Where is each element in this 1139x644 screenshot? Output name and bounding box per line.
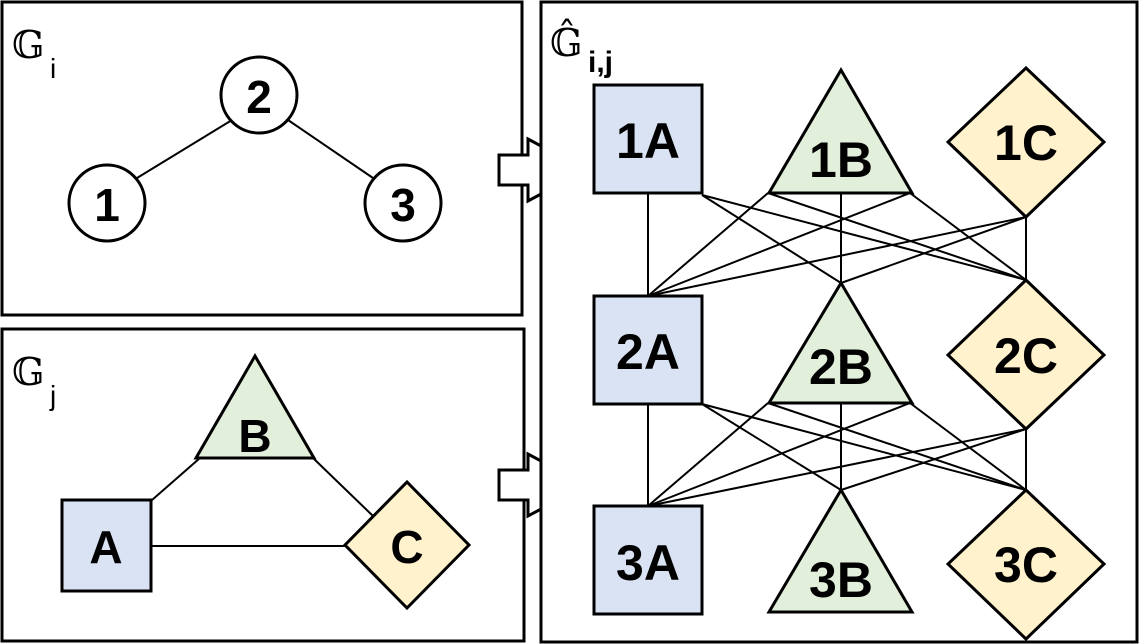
- node-2B: 2B: [766, 280, 915, 405]
- edge-A-B: [151, 457, 201, 501]
- node-1A: 1A: [592, 83, 704, 195]
- panel-graph-j-title: 𝔾: [12, 350, 44, 394]
- panel-graph-i: 𝔾 i 2 1 3: [0, 0, 524, 317]
- node-3C-label: 3C: [994, 537, 1058, 593]
- panel-product-graph-subscript: i,j: [588, 46, 613, 79]
- panel-graph-j-subscript: j: [49, 380, 56, 411]
- node-2A-label: 2A: [616, 324, 680, 380]
- node-3: 3: [363, 163, 443, 243]
- node-1C: 1C: [945, 65, 1107, 220]
- node-1-label: 1: [94, 179, 120, 231]
- node-3A-label: 3A: [616, 535, 680, 591]
- node-1: 1: [67, 163, 147, 243]
- node-2: 2: [219, 55, 299, 135]
- edge-2-3: [287, 119, 374, 179]
- node-3B: 3B: [766, 487, 915, 614]
- node-B: B: [193, 353, 317, 462]
- node-B-label: B: [238, 410, 271, 462]
- node-2A: 2A: [592, 294, 704, 406]
- node-1B: 1B: [766, 67, 915, 195]
- panel-graph-j: 𝔾 j B A C: [0, 327, 526, 643]
- product-edges: [647, 192, 1027, 507]
- node-2B-label: 2B: [809, 339, 873, 395]
- node-1B-label: 1B: [809, 132, 873, 188]
- node-2C-label: 2C: [994, 328, 1058, 384]
- node-A-label: A: [89, 521, 122, 573]
- panel-graph-i-frame: [0, 0, 524, 317]
- edge-B-C: [312, 457, 374, 517]
- node-3-label: 3: [390, 179, 416, 231]
- panel-graph-i-title: 𝔾: [12, 23, 44, 67]
- node-2-label: 2: [246, 71, 272, 123]
- node-1C-label: 1C: [994, 115, 1058, 171]
- node-2C: 2C: [945, 277, 1107, 432]
- node-3C: 3C: [945, 487, 1107, 642]
- node-3A: 3A: [592, 504, 704, 616]
- node-C-label: C: [390, 521, 423, 573]
- edge-1-2: [136, 119, 233, 179]
- node-A: A: [60, 498, 153, 593]
- node-C: C: [342, 479, 472, 611]
- node-3B-label: 3B: [809, 552, 873, 608]
- panel-product-graph-title: 𝔾̂: [550, 19, 582, 65]
- panel-graph-i-subscript: i: [50, 53, 56, 84]
- node-1A-label: 1A: [616, 113, 680, 169]
- panel-product-graph: 𝔾̂ i,j: [539, 0, 1139, 644]
